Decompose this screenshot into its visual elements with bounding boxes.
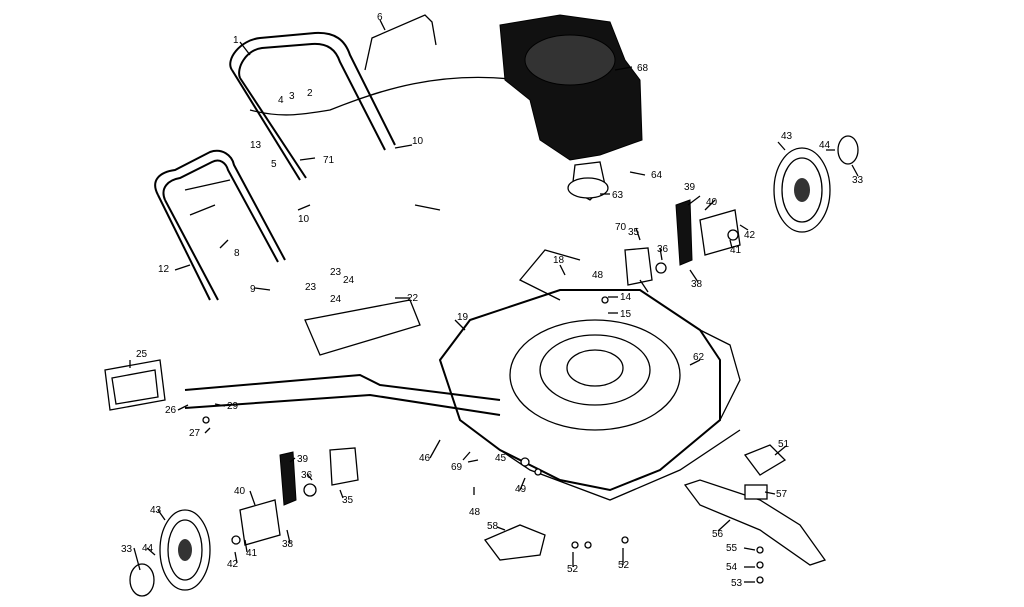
part-label-10a: 10 <box>412 136 424 147</box>
part-label-15: 15 <box>620 309 632 320</box>
part-label-48b: 48 <box>469 507 481 518</box>
part-label-8: 8 <box>234 248 240 259</box>
part-label-25: 25 <box>136 349 148 360</box>
part-label-43b: 43 <box>150 505 162 516</box>
leader-lines <box>129 19 859 583</box>
part-label-71: 71 <box>323 155 335 166</box>
part-label-39a: 39 <box>684 182 696 193</box>
part-label-9: 9 <box>250 284 256 295</box>
part-label-51: 51 <box>778 439 790 450</box>
part-label-38a: 38 <box>691 279 703 290</box>
rear-guard-icon <box>104 359 166 411</box>
part-label-14: 14 <box>620 292 632 303</box>
part-label-4: 4 <box>278 95 284 106</box>
part-label-40b: 40 <box>234 486 246 497</box>
part-label-35a: 35 <box>628 227 640 238</box>
part-label-63: 63 <box>612 190 624 201</box>
part-label-46: 46 <box>419 453 431 464</box>
part-label-54: 54 <box>726 562 738 573</box>
engine-icon <box>499 14 643 201</box>
part-label-48a: 48 <box>592 270 604 281</box>
blade-icon <box>683 479 827 566</box>
part-label-42a: 42 <box>744 230 756 241</box>
upper-handle-icon <box>229 31 521 181</box>
baffle-icon <box>483 524 546 561</box>
part-label-23a: 23 <box>330 267 342 278</box>
part-label-53: 53 <box>731 578 743 589</box>
part-label-41b: 41 <box>246 548 258 559</box>
part-label-43a: 43 <box>781 131 793 142</box>
part-label-33b: 33 <box>121 544 133 555</box>
part-label-41a: 41 <box>730 245 742 256</box>
axle-rod-icon <box>184 373 501 401</box>
part-label-56: 56 <box>712 529 724 540</box>
bail-icon <box>364 14 437 71</box>
part-label-58: 58 <box>487 521 499 532</box>
part-label-24a: 24 <box>343 275 355 286</box>
part-label-27: 27 <box>189 428 201 439</box>
part-label-26: 26 <box>165 405 177 416</box>
fasteners-icon <box>202 229 764 584</box>
part-label-13: 13 <box>250 140 262 151</box>
part-label-5: 5 <box>271 159 277 170</box>
part-label-1: 1 <box>233 35 239 46</box>
part-label-3: 3 <box>289 91 295 102</box>
part-label-69: 69 <box>451 462 463 473</box>
lower-handle-icon <box>154 149 286 301</box>
part-label-70: 70 <box>615 222 627 233</box>
part-label-42b: 42 <box>227 559 239 570</box>
part-label-52a: 52 <box>567 564 579 575</box>
part-label-49: 49 <box>515 484 527 495</box>
part-label-22: 22 <box>407 293 419 304</box>
part-label-45: 45 <box>495 453 507 464</box>
part-label-36a: 36 <box>657 244 669 255</box>
part-label-62: 62 <box>693 352 705 363</box>
part-label-44a: 44 <box>819 140 831 151</box>
part-label-29: 29 <box>227 401 239 412</box>
part-label-33a: 33 <box>852 175 864 186</box>
part-label-38b: 38 <box>282 539 294 550</box>
part-label-23b: 23 <box>305 282 317 293</box>
part-label-2: 2 <box>307 88 313 99</box>
part-label-64: 64 <box>651 170 663 181</box>
part-label-39b: 39 <box>297 454 309 465</box>
chute-plate-icon <box>304 299 421 356</box>
part-label-35b: 35 <box>342 495 354 506</box>
part-label-18: 18 <box>553 255 565 266</box>
part-label-68: 68 <box>637 63 649 74</box>
part-label-6: 6 <box>377 12 383 23</box>
part-label-36b: 36 <box>301 470 313 481</box>
part-label-12: 12 <box>158 264 170 275</box>
part-label-24b: 24 <box>330 294 342 305</box>
part-label-19: 19 <box>457 312 469 323</box>
part-label-40a: 40 <box>706 197 718 208</box>
part-label-44b: 44 <box>142 543 154 554</box>
wheel-icon <box>773 135 859 233</box>
part-label-55: 55 <box>726 543 738 554</box>
part-label-52b: 52 <box>618 560 630 571</box>
part-label-57: 57 <box>776 489 788 500</box>
front-wheel-icon <box>129 509 211 597</box>
part-label-10b: 10 <box>298 214 310 225</box>
mower-deck-icon <box>438 249 741 501</box>
height-lever-icon <box>675 199 693 266</box>
